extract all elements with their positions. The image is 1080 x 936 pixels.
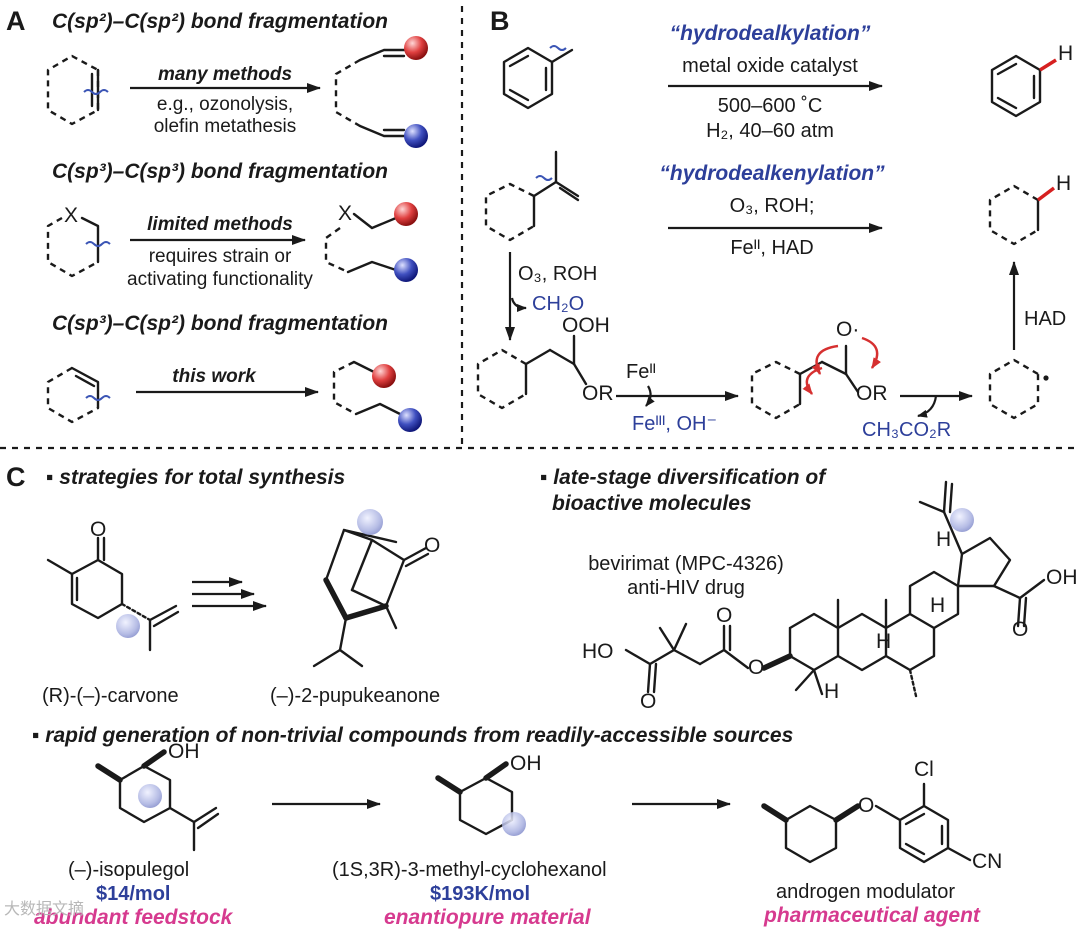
- product-a3: [332, 360, 422, 432]
- label-ch2o: CH₂O: [532, 293, 584, 315]
- chloro: Cl: [914, 758, 934, 781]
- isopulegol-oh: OH: [168, 740, 200, 763]
- or-group-2: OR: [856, 382, 888, 405]
- blue-ball: [398, 408, 422, 432]
- panel-label-a: A: [6, 6, 26, 36]
- ooh-group: OOH: [562, 314, 610, 337]
- label-ch3co2r: CH₃CO₂R: [862, 419, 951, 441]
- label-fe3-oh: Feᴵᴵᴵ, OH⁻: [632, 413, 717, 435]
- h-stereo-3: H: [876, 630, 891, 653]
- label-hydrodealkenylation: “hydrodealkenylation”: [659, 162, 885, 185]
- cyclohexene-reactant-2: [46, 366, 111, 424]
- h-stereo-4: H: [824, 680, 839, 703]
- label-isopulegol: (–)-isopulegol: [68, 859, 189, 881]
- cyclohexyl-radical: [988, 358, 1049, 420]
- red-ball: [404, 36, 428, 60]
- curved-arrow-fe: [645, 385, 655, 407]
- label-temperature: 500–600 ˚C: [718, 95, 823, 117]
- heading-sp3-sp3: C(sp³)–C(sp³) bond fragmentation: [52, 160, 388, 183]
- label-metal-oxide: metal oxide catalyst: [682, 55, 858, 77]
- price-isopulegol: $14/mol: [96, 883, 170, 905]
- bevirimat-acid-o-2: O: [640, 690, 656, 713]
- h-atom: H: [1058, 42, 1073, 65]
- toluene: [502, 45, 574, 110]
- androgen-modulator-structure: [761, 782, 972, 864]
- carvone-structure: [46, 536, 180, 652]
- bullet-late-stage-1: ▪ late-stage diversification of: [540, 466, 827, 489]
- bevirimat-oh: OH: [1046, 566, 1078, 589]
- label-activating: activating functionality: [127, 269, 313, 290]
- label-bevirimat: bevirimat (MPC-4326): [588, 553, 784, 575]
- label-hydrodealkylation: “hydrodealkylation”: [670, 22, 871, 45]
- label-fe-had: Feᴵᴵ, HAD: [730, 237, 813, 259]
- ether-o: O: [858, 794, 874, 817]
- label-o3-roh: O₃, ROH;: [730, 195, 815, 217]
- bullet-rapid-generation: ▪ rapid generation of non-trivial compou…: [32, 724, 793, 747]
- label-anti-hiv: anti-HIV drug: [627, 577, 745, 599]
- panel-label-b: B: [490, 6, 510, 36]
- red-ball: [372, 364, 396, 388]
- label-h2-pressure: H₂, 40–60 atm: [706, 120, 834, 142]
- heading-sp2-sp2: C(sp²)–C(sp²) bond fragmentation: [52, 10, 388, 33]
- x-atom-product: X: [338, 202, 352, 225]
- curved-arrow-ch2o: [510, 297, 527, 312]
- label-many-methods: many methods: [158, 64, 292, 85]
- bullet-total-synthesis: ▪ strategies for total synthesis: [46, 466, 345, 489]
- isopropenyl-cyclohexane: [484, 150, 580, 242]
- tag-enantiopure: enantiopure material: [384, 906, 592, 929]
- methylcyclohexanol-structure: [435, 761, 526, 836]
- red-ball: [394, 202, 418, 226]
- label-had: HAD: [1024, 308, 1066, 330]
- pupukeanone-structure: [312, 509, 430, 668]
- bevirimat-structure: [624, 480, 1046, 698]
- blue-ball: [404, 124, 428, 148]
- x-ring-reactant: X: [46, 204, 111, 278]
- price-methylcyclohexanol: $193K/mol: [430, 883, 530, 905]
- ester-carbonyl-o: O: [716, 604, 732, 627]
- label-androgen-modulator: androgen modulator: [776, 881, 955, 903]
- nitrile: CN: [972, 850, 1002, 873]
- isopulegol-structure: [95, 749, 220, 852]
- cyclohexane-h-product: H: [988, 172, 1071, 246]
- label-fe2: Feᴵᴵ: [626, 361, 656, 383]
- alkoxy-radical: [750, 336, 882, 420]
- benzene-product: H: [990, 42, 1073, 118]
- curved-arrow-ester: [917, 395, 938, 418]
- x-atom: X: [64, 204, 78, 227]
- ketone-o: O: [424, 534, 440, 557]
- label-carvone: (R)-(–)-carvone: [42, 685, 179, 707]
- label-requires-strain: requires strain or: [149, 246, 292, 267]
- methylcyclohexanol-oh: OH: [510, 752, 542, 775]
- cyclohexene-reactant: [46, 54, 109, 126]
- label-this-work: this work: [172, 366, 257, 387]
- heading-sp3-sp2: C(sp³)–C(sp²) bond fragmentation: [52, 312, 388, 335]
- carbonyl-o: O: [90, 518, 106, 541]
- label-o3-roh-2: O₃, ROH: [518, 263, 597, 285]
- label-eg-ozonolysis: e.g., ozonolysis,: [157, 94, 293, 115]
- tag-pharmaceutical-agent: pharmaceutical agent: [763, 904, 981, 927]
- h-atom-2: H: [1056, 172, 1071, 195]
- label-limited-methods: limited methods: [147, 214, 293, 235]
- label-pupukeanone: (–)-2-pupukeanone: [270, 685, 440, 707]
- hydroperoxide: [476, 334, 588, 410]
- product-a2: X: [324, 202, 418, 282]
- bevirimat-acid-o: O: [1012, 618, 1028, 641]
- or-group: OR: [582, 382, 614, 405]
- bullet-late-stage-2: bioactive molecules: [552, 492, 752, 515]
- watermark-text: 大数据文摘: [4, 900, 84, 918]
- tag-abundant-feedstock: abundant feedstock: [34, 906, 234, 929]
- label-olefin-metathesis: olefin metathesis: [154, 116, 297, 137]
- h-stereo-1: H: [936, 528, 951, 551]
- bevirimat-ho: HO: [582, 640, 614, 663]
- h-stereo-2: H: [930, 594, 945, 617]
- product-a1: [334, 36, 428, 148]
- ester-o: O: [748, 656, 764, 679]
- blue-ball: [394, 258, 418, 282]
- label-methylcyclohexanol: (1S,3R)-3-methyl-cyclohexanol: [332, 859, 607, 881]
- panel-label-c: C: [6, 462, 26, 492]
- o-radical: O·: [836, 318, 859, 341]
